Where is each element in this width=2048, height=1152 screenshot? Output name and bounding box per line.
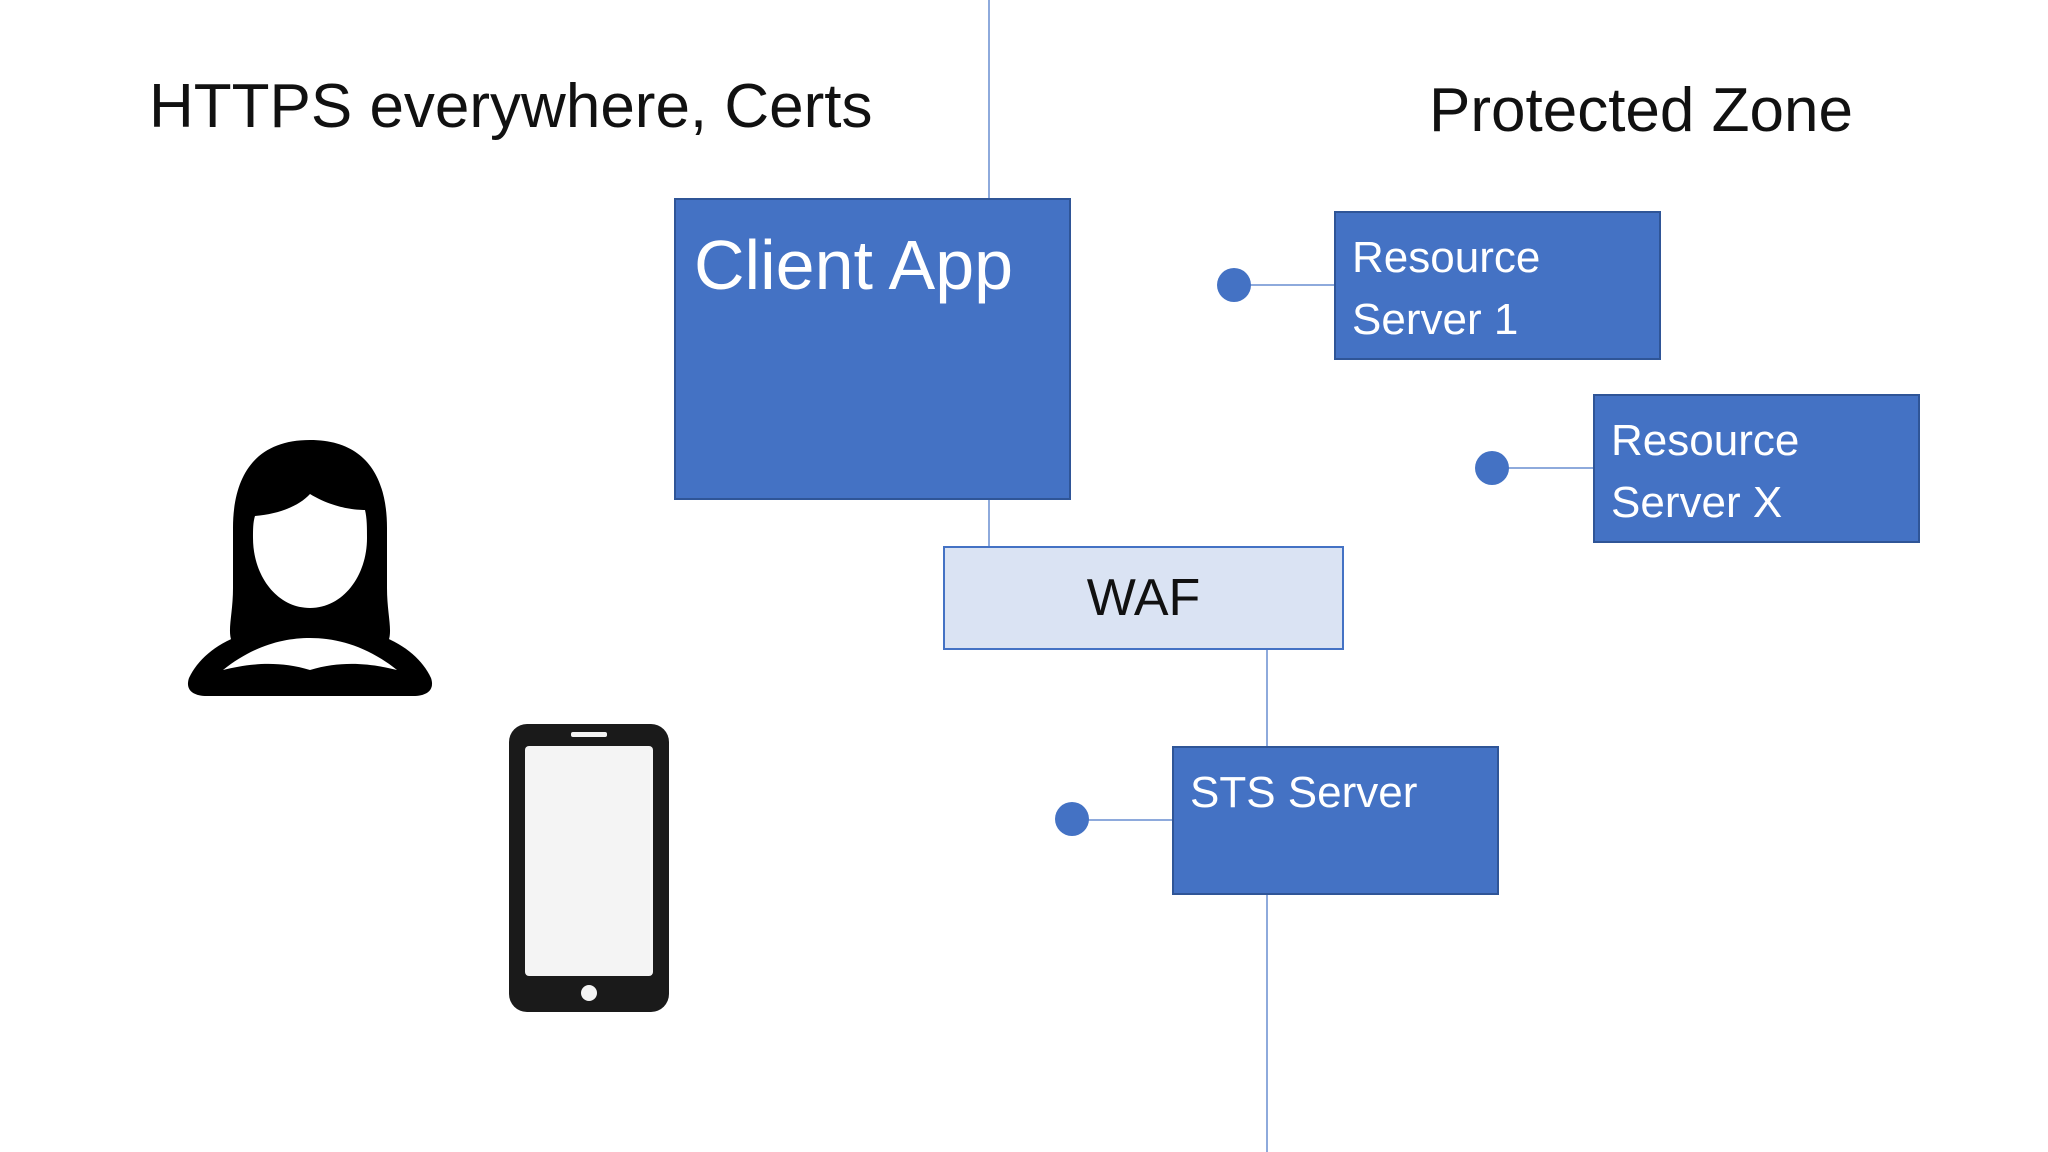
resource-server-1-label: Resource Server 1 [1352,227,1540,351]
sts-server-box: STS Server [1172,746,1499,895]
resource-server-x-label: Resource Server X [1611,410,1799,534]
resource-server-1-label-line-1: Resource [1352,233,1541,282]
sts-bottom-line [1266,895,1268,1152]
sts-server-label: STS Server [1190,762,1417,824]
heading-protected-zone: Protected Zone [1429,76,1853,145]
client-app-box: Client App [674,198,1071,500]
rs1-endpoint-dot [1217,268,1251,302]
sts-endpoint-dot [1055,802,1089,836]
zone-boundary-line-top [988,0,990,198]
rs1-connector-line [1234,284,1334,286]
heading-https-everywhere: HTTPS everywhere, Certs [149,72,873,141]
client-to-waf-line [988,500,990,546]
client-app-label: Client App [694,226,1014,304]
waf-to-sts-line [1266,650,1268,746]
waf-box: WAF [943,546,1344,650]
smartphone-icon [509,724,669,1012]
rsx-endpoint-dot [1475,451,1509,485]
woman-user-icon [187,440,433,696]
rsx-connector-line [1492,467,1593,469]
resource-server-1-box: Resource Server 1 [1334,211,1661,360]
sts-server-label-line: STS Server [1190,768,1418,817]
sts-connector-line [1072,819,1172,821]
resource-server-x-box: Resource Server X [1593,394,1920,543]
waf-label: WAF [1086,569,1201,627]
resource-server-1-label-line-2: Server 1 [1352,295,1519,344]
resource-server-x-label-line-2: Server X [1611,478,1783,527]
resource-server-x-label-line-1: Resource [1611,416,1800,465]
